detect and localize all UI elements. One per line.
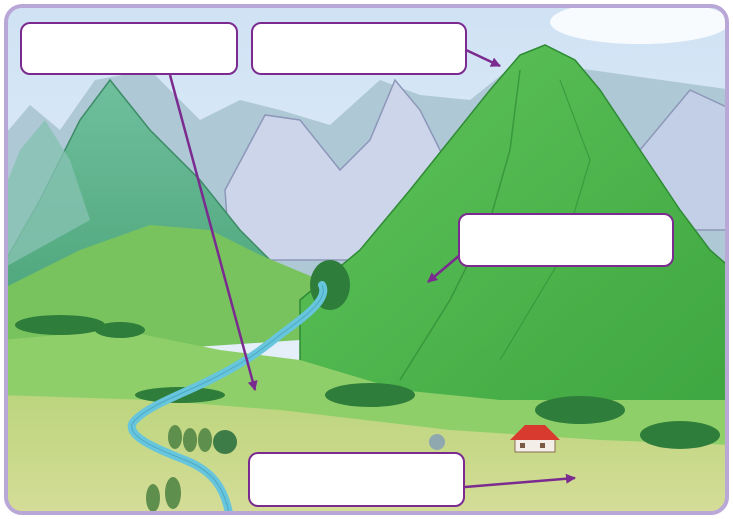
label-box-middle-right[interactable] xyxy=(458,213,674,267)
rock xyxy=(429,434,445,450)
label-box-bottom[interactable] xyxy=(248,452,465,507)
label-box-top-middle[interactable] xyxy=(251,22,467,75)
label-box-top-left[interactable] xyxy=(20,22,238,75)
